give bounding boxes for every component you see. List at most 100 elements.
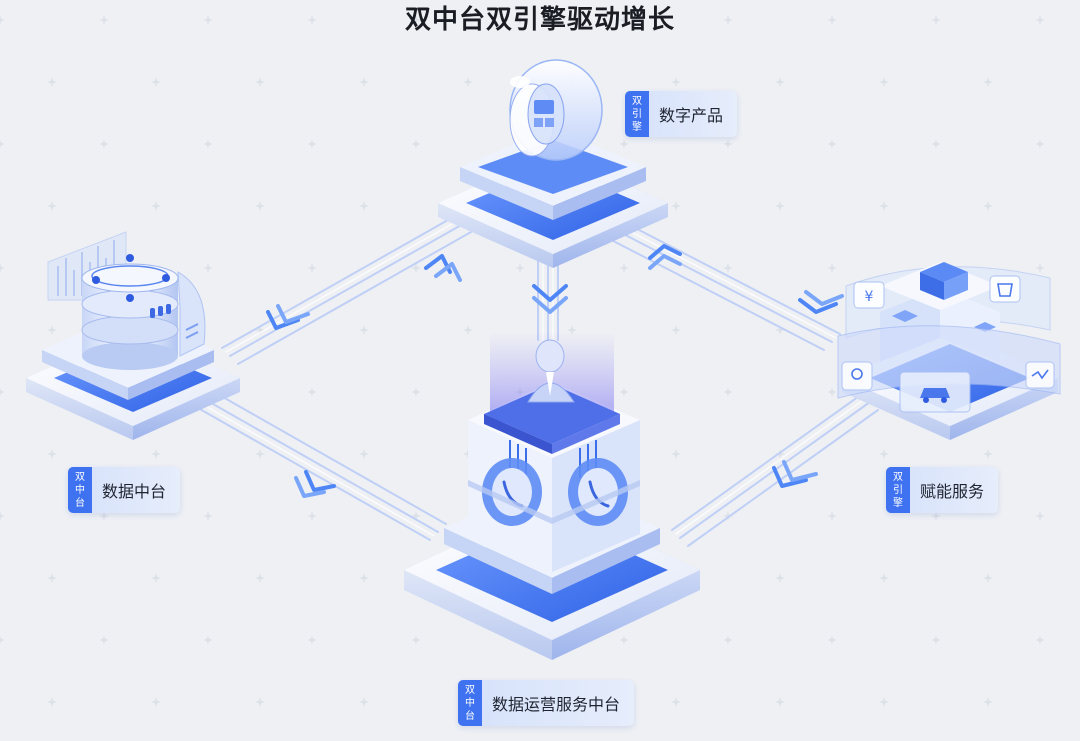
background-star [307,387,317,397]
background-star [619,139,629,149]
background-star [411,635,421,645]
background-star [1035,139,1045,149]
background-star [359,325,369,335]
engine-badge: 双 引 擎 [886,467,910,513]
background-star [879,201,889,211]
background-star [255,697,265,707]
badge-char: 双 [75,471,85,484]
background-star [0,263,5,273]
engine-badge: 双 引 擎 [625,91,649,137]
background-star [463,325,473,335]
background-star [359,449,369,459]
background-star [723,139,733,149]
background-star [151,201,161,211]
background-star [931,635,941,645]
background-star [723,263,733,273]
background-star [879,77,889,87]
background-star [983,77,993,87]
background-star [151,77,161,87]
background-star [879,449,889,459]
background-star [99,139,109,149]
node-label: 数据运营服务中台 [482,680,634,726]
background-star [411,139,421,149]
background-star [983,573,993,583]
background-star [255,449,265,459]
badge-char: 引 [632,108,642,121]
background-star [203,511,213,521]
center-badge: 双 中 台 [458,680,482,726]
background-star [359,77,369,87]
badge-char: 擎 [893,497,903,510]
background-star [255,573,265,583]
background-star [359,573,369,583]
badge-char: 双 [465,684,475,697]
background-star [983,449,993,459]
badge-char: 双 [632,95,642,108]
badge-char: 双 [893,471,903,484]
background-star [671,77,681,87]
background-star [0,139,5,149]
background-star [775,77,785,87]
background-star [463,77,473,87]
badge-char: 中 [465,697,475,710]
background-star [203,635,213,645]
background-star [983,201,993,211]
label-digital-product: 双 引 擎 数字产品 [625,91,737,137]
background-star [1035,263,1045,273]
node-label: 数据中台 [92,467,180,513]
background-star [775,201,785,211]
badge-char: 擎 [632,121,642,134]
badge-char: 引 [893,484,903,497]
background-star [47,449,57,459]
background-star [619,263,629,273]
background-star [827,387,837,397]
background-star [307,139,317,149]
background-star [47,325,57,335]
background-star [99,635,109,645]
background-star [619,635,629,645]
label-data-center: 双 中 台 数据中台 [68,467,180,513]
background-star [983,697,993,707]
background-star [203,263,213,273]
center-badge: 双 中 台 [68,467,92,513]
background-star [515,263,525,273]
background-star [151,573,161,583]
background-star [151,449,161,459]
background-star [1035,511,1045,521]
label-operation-center: 双 中 台 数据运营服务中台 [458,680,634,726]
background-star [255,201,265,211]
background-star [255,77,265,87]
node-label: 数字产品 [649,91,737,137]
background-star [827,511,837,521]
background-star [47,77,57,87]
svg-text:¥: ¥ [865,289,874,305]
background-star [0,387,5,397]
digital-product-icon [510,60,602,160]
background-star [879,697,889,707]
background-star [671,325,681,335]
background-star [879,573,889,583]
operation-center-icon [468,332,640,572]
background-star [203,139,213,149]
background-star [47,201,57,211]
background-star [411,387,421,397]
background-star [359,697,369,707]
background-star [671,201,681,211]
background-star [775,573,785,583]
background-star [0,635,5,645]
background-star [931,139,941,149]
label-empowerment-service: 双 引 擎 赋能服务 [886,467,998,513]
background-star [619,387,629,397]
badge-char: 台 [75,497,85,510]
background-star [723,635,733,645]
background-star [359,201,369,211]
background-star [723,387,733,397]
badge-char: 台 [465,710,475,723]
background-star [827,139,837,149]
background-star [151,697,161,707]
badge-char: 中 [75,484,85,497]
background-star [671,697,681,707]
background-star [775,697,785,707]
